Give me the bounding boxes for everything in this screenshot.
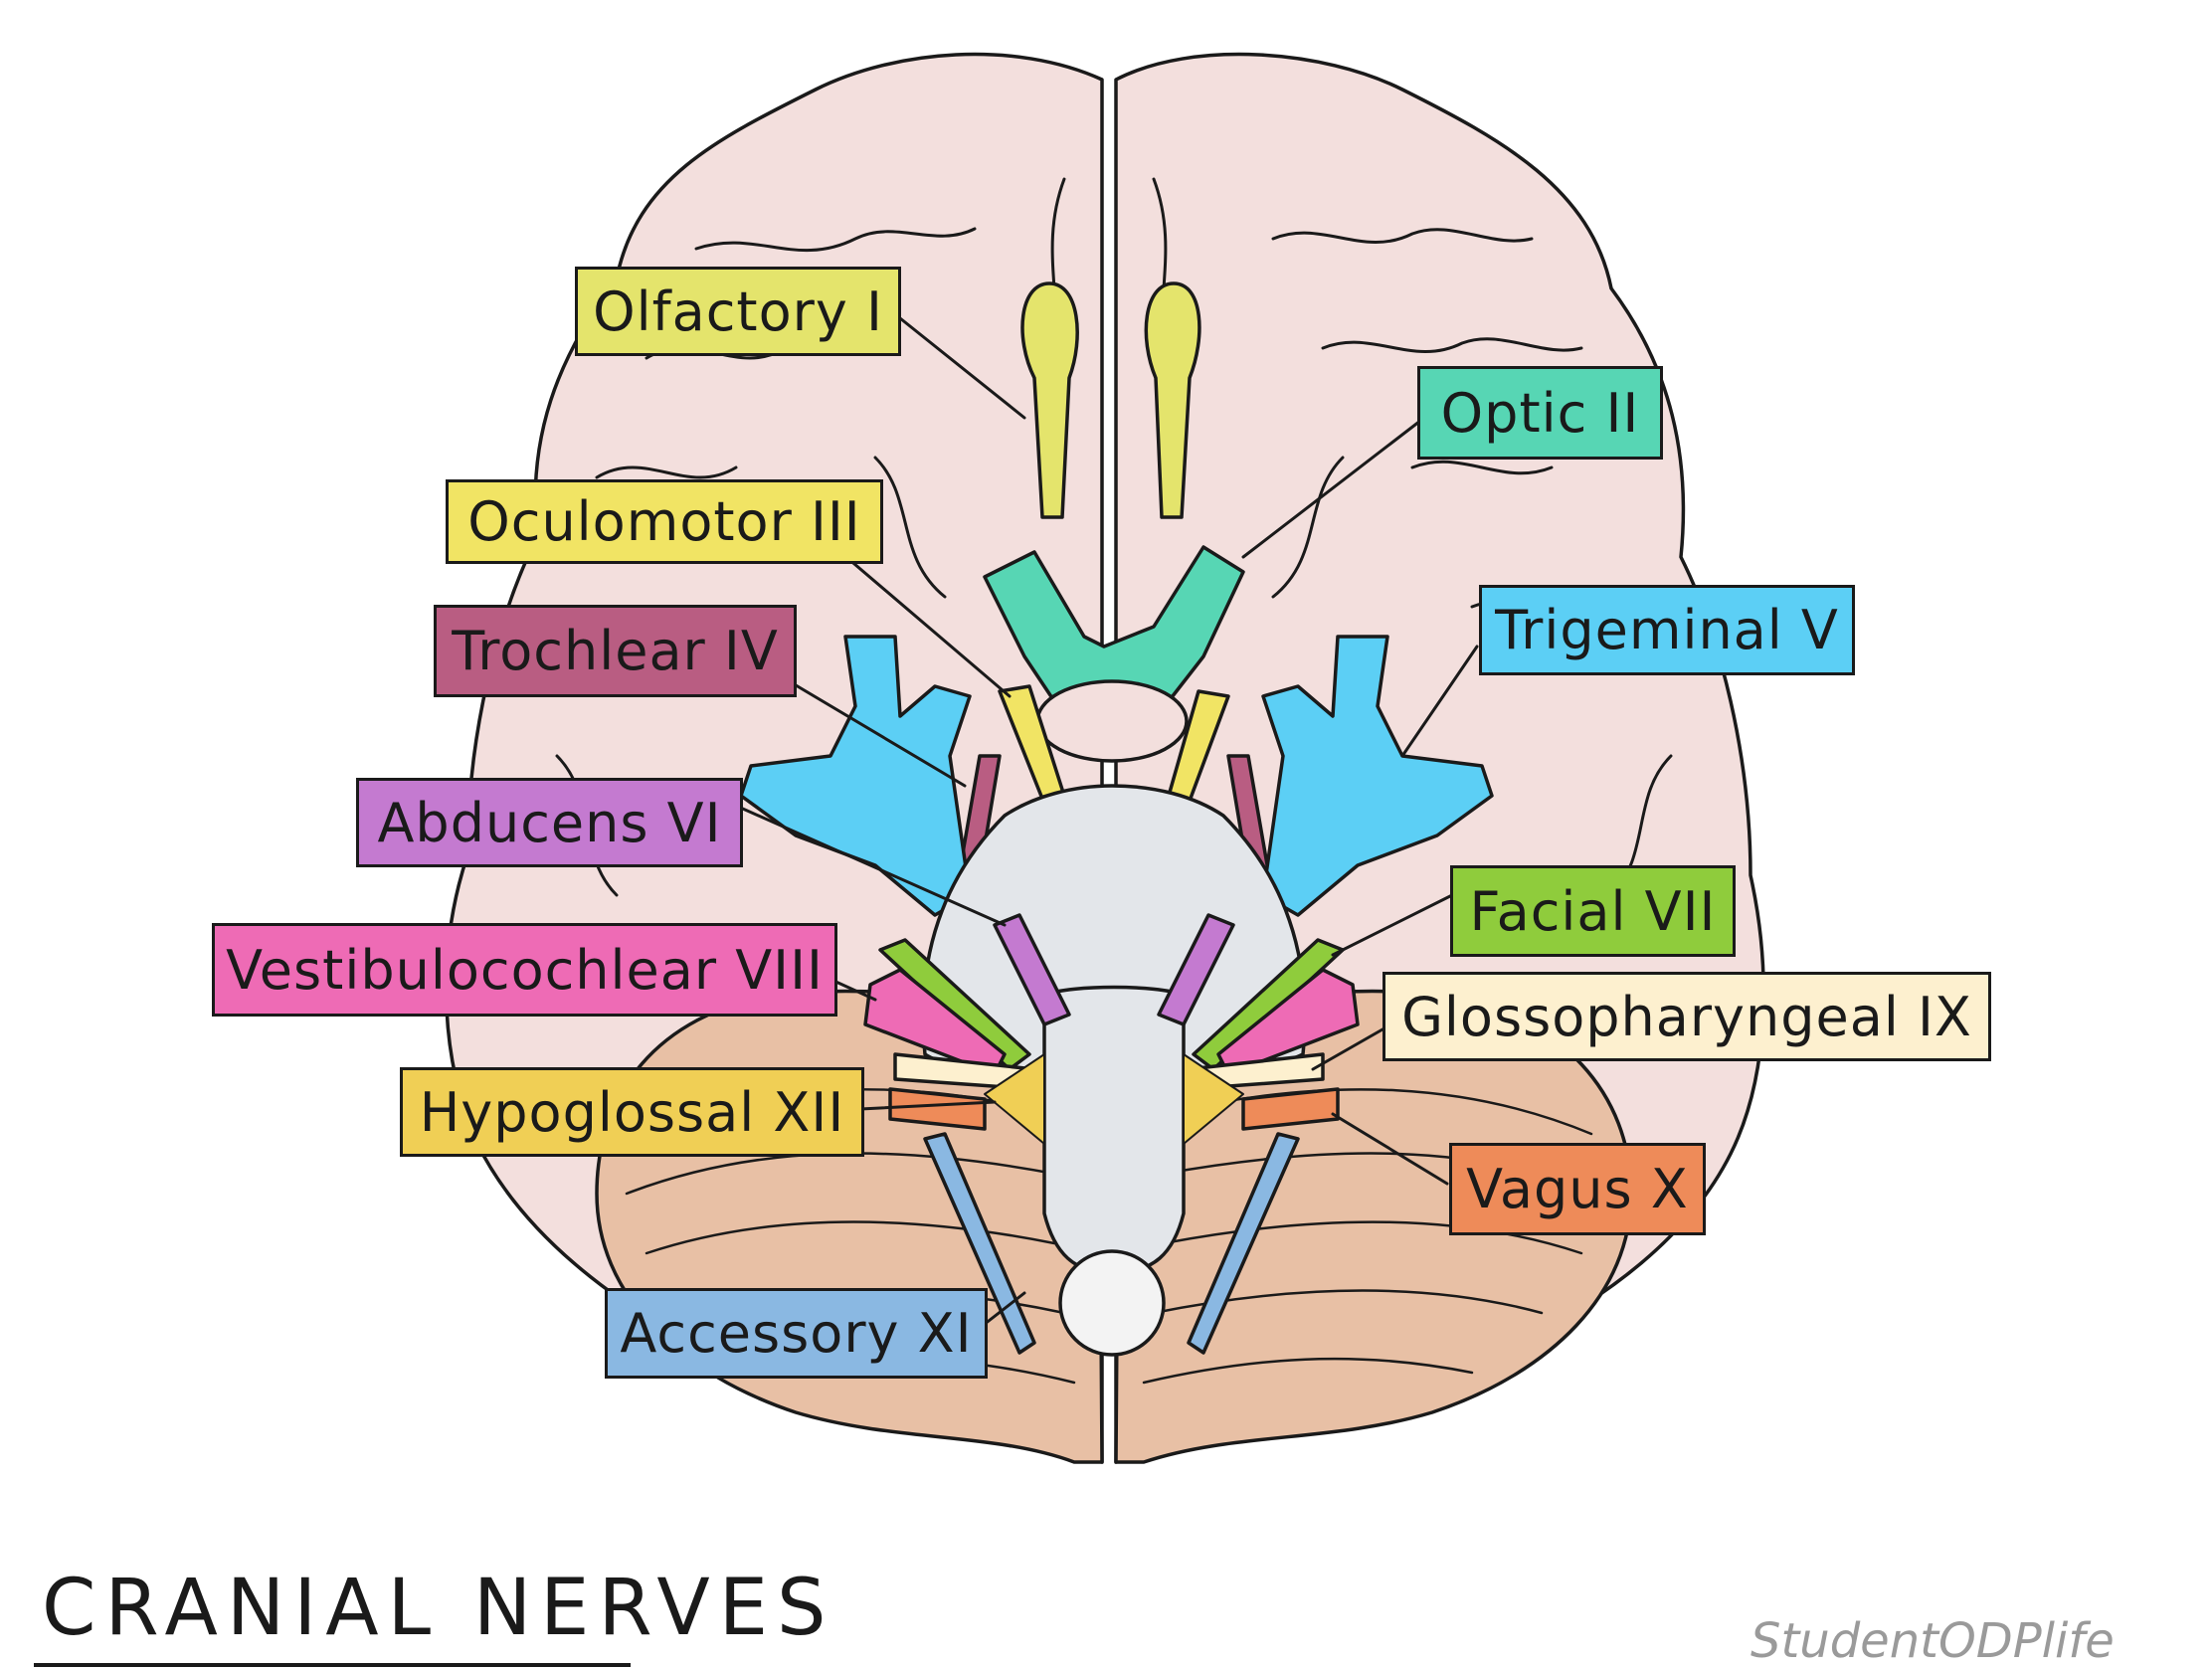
label-trigeminal-text: Trigeminal V bbox=[1495, 599, 1839, 661]
abducens-nerve-left bbox=[993, 913, 1071, 1026]
label-vestibulocochlear-text: Vestibulocochlear VIII bbox=[226, 938, 824, 1002]
accessory-nerve-right bbox=[1187, 1132, 1300, 1355]
label-trochlear-text: Trochlear IV bbox=[452, 620, 779, 682]
pituitary bbox=[1035, 679, 1189, 763]
label-accessory: Accessory XI bbox=[605, 1288, 988, 1379]
hypoglossal-rootlets bbox=[984, 1053, 1244, 1145]
label-vagus-text: Vagus X bbox=[1466, 1158, 1689, 1220]
label-oculomotor-text: Oculomotor III bbox=[467, 490, 861, 553]
label-abducens: Abducens VI bbox=[356, 778, 743, 867]
label-facial-text: Facial VII bbox=[1469, 879, 1717, 943]
label-oculomotor: Oculomotor III bbox=[446, 479, 883, 564]
spinal-cord-section bbox=[1058, 1249, 1166, 1357]
label-glossopharyngeal-text: Glossopharyngeal IX bbox=[1401, 985, 1972, 1048]
olfactory-bulb-right bbox=[1144, 281, 1201, 519]
label-olfactory: Olfactory I bbox=[575, 267, 901, 356]
label-abducens-text: Abducens VI bbox=[377, 791, 722, 854]
watermark: StudentODPlife bbox=[1751, 1613, 2115, 1669]
label-trigeminal: Trigeminal V bbox=[1479, 585, 1855, 675]
diagram-title: CRANIAL NERVES bbox=[42, 1564, 835, 1653]
label-facial: Facial VII bbox=[1450, 865, 1736, 957]
label-hypoglossal-text: Hypoglossal XII bbox=[419, 1080, 845, 1144]
trigeminal-nerve-right bbox=[1261, 635, 1494, 917]
optic-chiasm bbox=[983, 545, 1245, 703]
label-accessory-text: Accessory XI bbox=[620, 1302, 973, 1365]
vagus-nerve-right bbox=[1241, 1087, 1340, 1131]
olfactory-bulb-left bbox=[1020, 281, 1079, 519]
label-vagus: Vagus X bbox=[1449, 1143, 1706, 1235]
label-glossopharyngeal: Glossopharyngeal IX bbox=[1382, 972, 1991, 1061]
label-optic-text: Optic II bbox=[1440, 381, 1640, 445]
vagus-nerve-left bbox=[888, 1087, 987, 1131]
abducens-nerve-right bbox=[1157, 913, 1235, 1026]
medulla bbox=[1042, 985, 1186, 1275]
label-optic: Optic II bbox=[1417, 366, 1663, 460]
label-vestibulocochlear: Vestibulocochlear VIII bbox=[212, 923, 837, 1017]
trigeminal-nerve-left bbox=[739, 635, 972, 917]
label-trochlear: Trochlear IV bbox=[434, 605, 797, 697]
accessory-nerve-left bbox=[923, 1132, 1036, 1355]
title-underline bbox=[34, 1663, 631, 1667]
label-olfactory-text: Olfactory I bbox=[593, 279, 883, 343]
label-hypoglossal: Hypoglossal XII bbox=[400, 1067, 864, 1157]
